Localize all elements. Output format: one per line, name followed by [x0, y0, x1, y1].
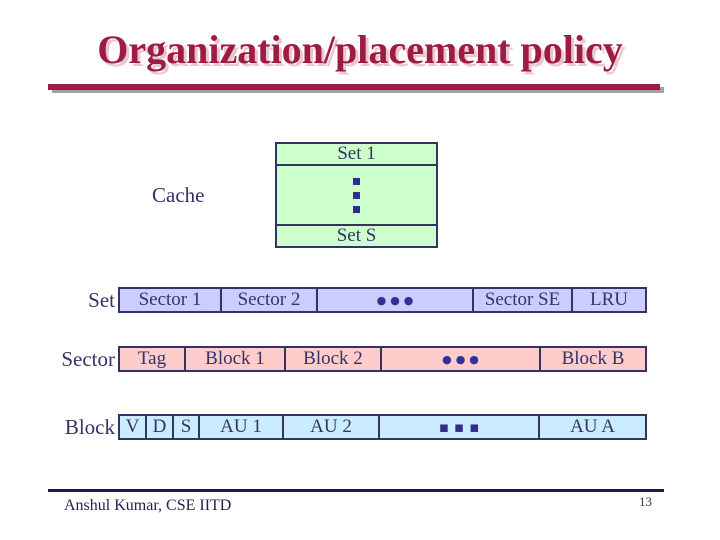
cache-set-first: Set 1: [277, 144, 436, 166]
set-row-box: Sector 1 Sector 2 ●●● Sector SE LRU: [118, 287, 647, 313]
cell-block-2: Block 2: [284, 348, 380, 370]
cell-au-2: AU 2: [282, 416, 378, 438]
vertical-ellipsis-icon: [277, 166, 436, 224]
cell-sector-2: Sector 2: [220, 289, 316, 311]
cache-box: Set 1 Set S: [275, 142, 438, 248]
sector-row-box: Tag Block 1 Block 2 ●●● Block B: [118, 346, 647, 372]
horizontal-ellipsis-icon: ●●●: [380, 348, 539, 370]
horizontal-ellipsis-icon: ●●●: [316, 289, 472, 311]
footer-author: Anshul Kumar, CSE IITD: [64, 497, 232, 514]
cell-au-1: AU 1: [198, 416, 282, 438]
vertical-ellipsis-dot: [353, 205, 360, 213]
block-row: Block V D S AU 1 AU 2 ▪▪▪ AU A: [40, 414, 647, 440]
cell-sector-1: Sector 1: [138, 289, 202, 310]
cell-shared-bit: S: [172, 416, 198, 438]
cell-block-1: Block 1: [184, 348, 284, 370]
cache-label: Cache: [152, 183, 205, 207]
cell-au-a: AU A: [538, 416, 645, 438]
cell-lru: LRU: [571, 289, 645, 311]
cell-valid-bit: V: [125, 416, 140, 437]
cache-set-last: Set S: [277, 224, 436, 246]
block-row-box: V D S AU 1 AU 2 ▪▪▪ AU A: [118, 414, 647, 440]
sector-row-label: Sector: [61, 346, 115, 371]
footer-divider: [48, 489, 664, 492]
sector-row: Sector Tag Block 1 Block 2 ●●● Block B: [40, 346, 647, 372]
vertical-ellipsis-dot: [353, 191, 360, 199]
title-underline: [48, 84, 660, 90]
slide-title: Organization/placement policy: [97, 27, 623, 72]
cell-tag: Tag: [137, 348, 167, 369]
set-row: Set Sector 1 Sector 2 ●●● Sector SE LRU: [40, 287, 647, 313]
block-row-label: Block: [64, 414, 115, 439]
cell-dirty-bit: D: [145, 416, 172, 438]
vertical-ellipsis-dot: [353, 177, 360, 185]
page-number: 13: [639, 494, 652, 509]
cell-sector-se: Sector SE: [472, 289, 571, 311]
set-row-label: Set: [88, 287, 115, 312]
horizontal-ellipsis-squares-icon: ▪▪▪: [378, 416, 538, 438]
cell-block-b: Block B: [539, 348, 645, 370]
